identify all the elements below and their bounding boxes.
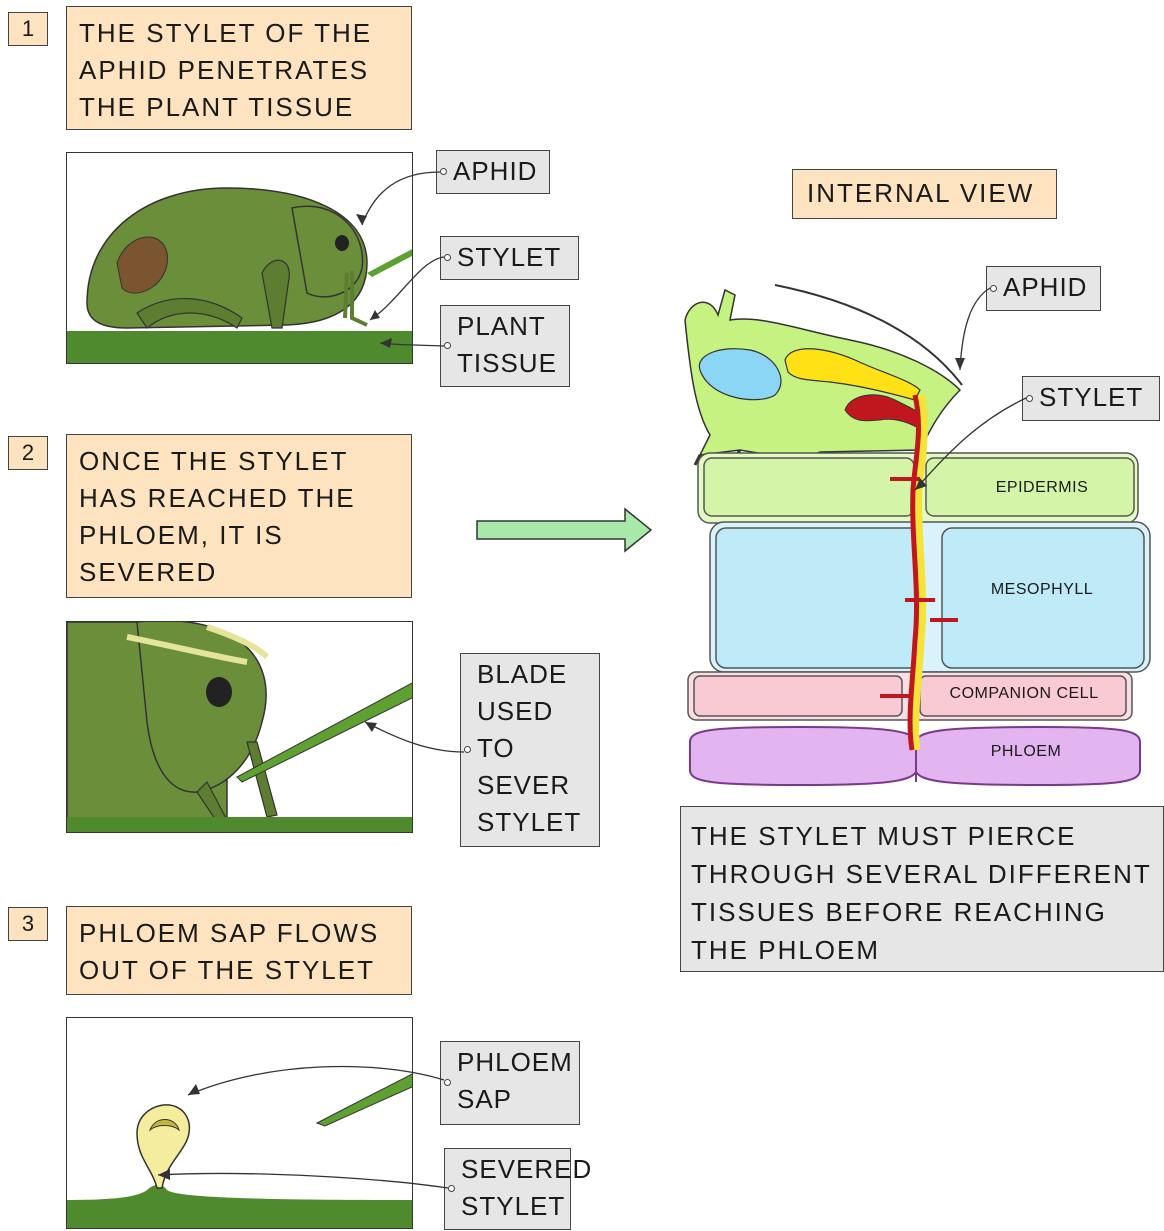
tissue-label-companion-cell: COMPANION CELL bbox=[949, 685, 1099, 702]
tag-hole bbox=[448, 1185, 455, 1192]
step-number-2: 2 bbox=[8, 436, 48, 470]
tissue-label-mesophyll: MESOPHYLL bbox=[990, 581, 1094, 598]
internal-view-title: INTERNAL VIEW bbox=[792, 169, 1057, 219]
internal-label-aphid: APHID bbox=[986, 266, 1101, 311]
internal-label-stylet-text: STYLET bbox=[1039, 382, 1144, 412]
tissue-label-epidermis: EPIDERMIS bbox=[995, 479, 1089, 496]
label-blade: BLADE USED TO SEVER STYLET bbox=[460, 653, 600, 847]
tag-hole bbox=[444, 254, 451, 261]
label-blade-text: BLADE USED TO SEVER STYLET bbox=[477, 659, 582, 837]
tissue-label-phloem: PHLOEM bbox=[990, 743, 1062, 760]
plant-tissue-ground bbox=[67, 817, 412, 832]
companion-cell bbox=[693, 675, 903, 717]
internal-view-diagram bbox=[684, 284, 1151, 787]
label-phloem-sap-text: PHLOEM SAP bbox=[457, 1047, 573, 1114]
sap-highlight bbox=[148, 1119, 180, 1132]
epidermis-cell bbox=[703, 457, 915, 517]
label-severed-stylet: SEVERED STYLET bbox=[444, 1148, 591, 1230]
label-severed-stylet-text: SEVERED STYLET bbox=[461, 1154, 593, 1221]
label-aphid-text: APHID bbox=[453, 156, 538, 186]
step-2-text: ONCE THE STYLET HAS REACHED THE PHLOEM, … bbox=[66, 434, 412, 598]
transition-arrow bbox=[476, 507, 653, 553]
mesophyll-cell bbox=[941, 527, 1145, 669]
aphid-head bbox=[291, 205, 364, 298]
internal-label-stylet: STYLET bbox=[1022, 376, 1160, 421]
cutting-blade bbox=[315, 1073, 412, 1127]
panel-3-sap-flow bbox=[66, 1017, 413, 1229]
internal-view-caption: THE STYLET MUST PIERCE THROUGH SEVERAL D… bbox=[680, 806, 1164, 972]
panel-1-aphid-feeding bbox=[66, 152, 413, 364]
aphid-leg bbox=[136, 297, 243, 329]
mesophyll-cell bbox=[715, 527, 922, 669]
step-number-1: 1 bbox=[8, 12, 48, 46]
aphid-gut bbox=[698, 348, 782, 401]
aphid-stylet bbox=[343, 271, 368, 327]
aphid-eye bbox=[335, 235, 349, 251]
grass-blade bbox=[367, 249, 412, 277]
tag-hole bbox=[444, 1079, 451, 1086]
plant-tissue-ground bbox=[67, 331, 412, 363]
aphid-antenna bbox=[126, 634, 248, 665]
stylet-branches bbox=[880, 477, 958, 698]
cutting-blade bbox=[236, 682, 412, 783]
tag-hole bbox=[464, 746, 471, 753]
aphid-antenna bbox=[206, 624, 270, 660]
tag-hole bbox=[1026, 394, 1033, 402]
label-aphid: APHID bbox=[436, 150, 550, 194]
tag-hole bbox=[440, 168, 447, 175]
tag-hole bbox=[990, 284, 997, 292]
tag-hole bbox=[444, 342, 451, 349]
label-plant-tissue-text: PLANT TISSUE bbox=[457, 311, 557, 378]
aphid-antenna bbox=[774, 284, 963, 386]
aphid-leg bbox=[261, 259, 290, 329]
panel-2-blade-severing bbox=[66, 621, 413, 833]
aphid-wing-patch bbox=[116, 236, 168, 294]
label-stylet: STYLET bbox=[440, 236, 579, 280]
label-stylet-text: STYLET bbox=[457, 242, 562, 272]
aphid-stylet bbox=[246, 741, 278, 818]
label-plant-tissue: PLANT TISSUE bbox=[440, 305, 570, 387]
aphid-eye bbox=[206, 677, 232, 707]
internal-label-aphid-text: APHID bbox=[1003, 272, 1088, 302]
step-3-text: PHLOEM SAP FLOWS OUT OF THE STYLET bbox=[66, 906, 412, 995]
label-phloem-sap: PHLOEM SAP bbox=[440, 1041, 580, 1125]
step-number-3: 3 bbox=[8, 907, 48, 941]
plant-tissue-ground bbox=[67, 1184, 412, 1228]
step-1-text: THE STYLET OF THE APHID PENETRATES THE P… bbox=[66, 6, 412, 130]
phloem-sap-droplet bbox=[136, 1104, 191, 1189]
